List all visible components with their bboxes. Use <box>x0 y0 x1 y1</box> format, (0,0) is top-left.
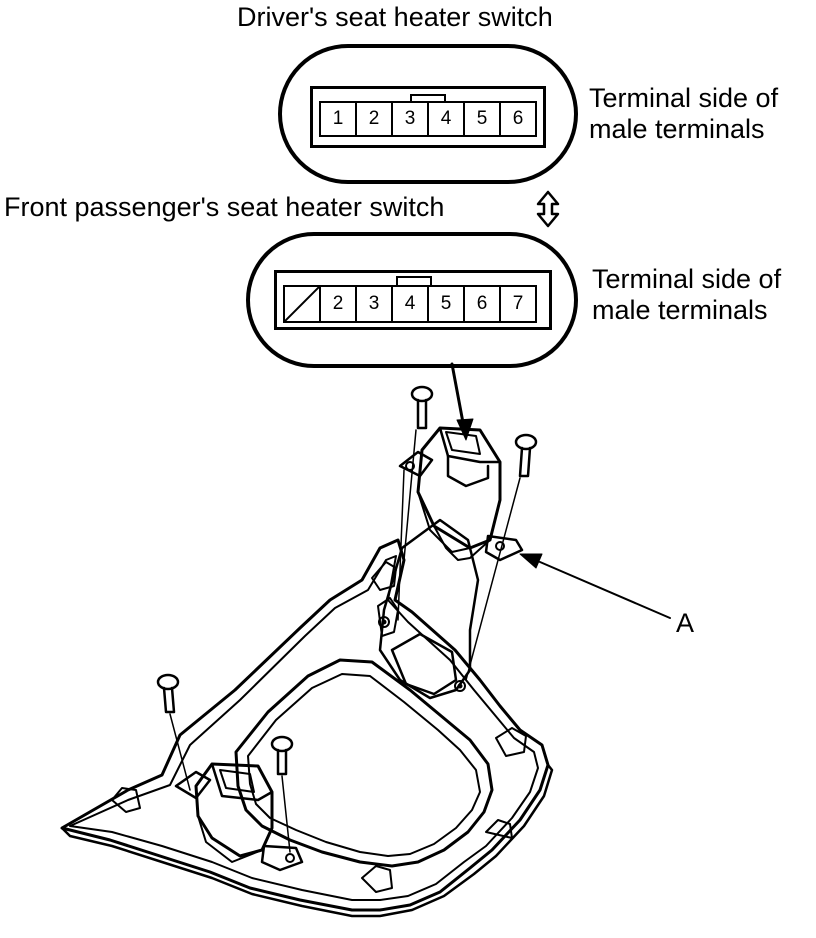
passenger-terminal-note-text: Terminal side of male terminals <box>592 264 782 325</box>
passenger-terminal-3: 3 <box>355 285 393 323</box>
passenger-connector-key <box>396 276 432 287</box>
driver-terminal-row: 1 2 3 4 5 6 <box>319 101 537 137</box>
callout-a-leader <box>519 553 671 619</box>
driver-terminal-note-text: Terminal side of male terminals <box>589 83 779 144</box>
empty-terminal-slash-icon <box>285 287 319 321</box>
screw-icon <box>156 673 191 791</box>
passenger-terminal-7: 7 <box>499 285 537 323</box>
driver-terminal-2: 2 <box>355 101 393 137</box>
driver-terminal-4: 4 <box>427 101 465 137</box>
passenger-terminal-empty <box>283 285 321 323</box>
passenger-switch-title: Front passenger's seat heater switch <box>4 192 445 222</box>
screw-icon <box>465 433 538 681</box>
driver-terminal-note: Terminal side of male terminals <box>589 83 778 145</box>
driver-terminal-6: 6 <box>499 101 537 137</box>
passenger-terminal-6: 6 <box>463 285 501 323</box>
guide-line <box>397 469 405 621</box>
driver-terminal-5: 5 <box>463 101 501 137</box>
screw-icon <box>270 735 294 853</box>
driver-terminal-1: 1 <box>319 101 357 137</box>
passenger-terminal-5: 5 <box>427 285 465 323</box>
swap-arrow-icon <box>536 190 560 228</box>
screw-icon <box>403 385 434 561</box>
passenger-terminal-4: 4 <box>391 285 429 323</box>
center-rib <box>377 518 480 700</box>
passenger-terminal-row: 2 3 4 5 6 7 <box>283 285 537 323</box>
passenger-terminal-note: Terminal side of male terminals <box>592 264 781 326</box>
driver-switch-title: Driver's seat heater switch <box>237 2 553 32</box>
driver-connector-key <box>410 94 446 103</box>
callout-label-a: A <box>676 608 695 638</box>
console-bezel <box>60 538 554 918</box>
lower-seat-heater-switch <box>174 762 304 872</box>
driver-terminal-3: 3 <box>391 101 429 137</box>
